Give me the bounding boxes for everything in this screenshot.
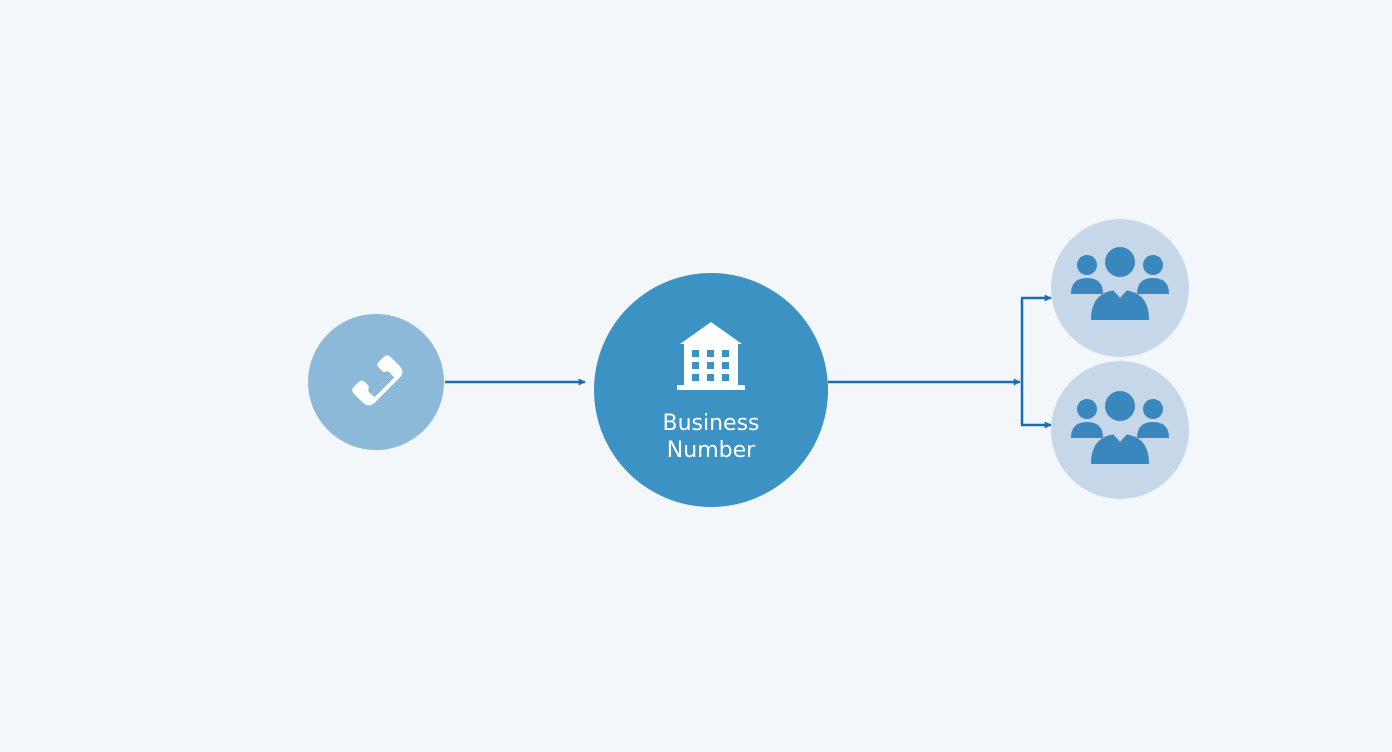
business-label-line1: Business (662, 411, 759, 436)
team-node-bottom (1051, 361, 1189, 499)
team-node-top (1051, 219, 1189, 357)
caller-node (308, 314, 444, 450)
team-icon (1071, 391, 1169, 464)
business-number-node: Business Number (594, 273, 828, 507)
business-label-line2: Number (667, 438, 756, 463)
building-icon (677, 322, 745, 390)
team-icon (1071, 247, 1169, 320)
phone-icon (352, 355, 403, 406)
